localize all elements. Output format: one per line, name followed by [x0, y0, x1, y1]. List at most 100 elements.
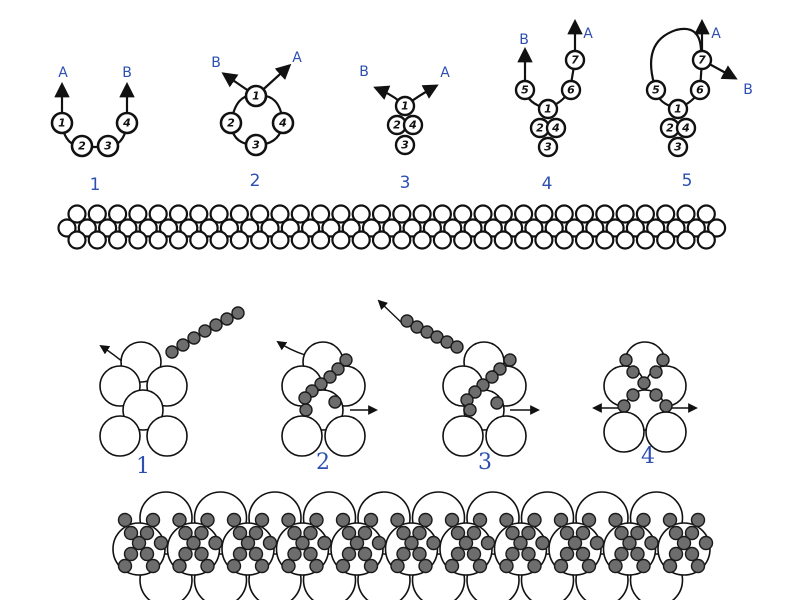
- chain-bead: [209, 204, 229, 224]
- chain-bead: [585, 218, 605, 238]
- bead-4: [271, 111, 295, 135]
- step-number: 2: [316, 450, 330, 475]
- bead-number: 3: [544, 141, 552, 154]
- chain-bead: [432, 230, 452, 250]
- band-seed-bead: [317, 535, 332, 551]
- seed-bead: [198, 324, 212, 338]
- bead-7: [564, 49, 586, 71]
- big-bead: [485, 415, 527, 457]
- chain-bead: [615, 230, 635, 250]
- band-seed-bead: [630, 525, 645, 541]
- seed-bead: [626, 388, 640, 402]
- band-seed-bead: [527, 558, 542, 574]
- band-seed-bead: [472, 512, 488, 528]
- band-seed-bead: [172, 512, 187, 528]
- chain-bead: [473, 204, 493, 224]
- chain-bead: [351, 204, 371, 224]
- chain-bead: [574, 230, 595, 250]
- band-seed-bead: [450, 546, 466, 562]
- seed-bead: [649, 365, 663, 379]
- chain-bead: [321, 218, 341, 238]
- chain-bead: [219, 218, 239, 238]
- seed-bead: [323, 370, 337, 384]
- band-seed-bead: [559, 525, 575, 541]
- band-seed-bead: [145, 558, 161, 574]
- band-seed-bead: [232, 525, 248, 541]
- bead-number: 3: [674, 141, 682, 154]
- thread-end-label: A: [440, 65, 450, 81]
- chain-bead: [432, 204, 452, 224]
- chain-bead: [371, 204, 392, 224]
- thread-end-label: B: [211, 55, 221, 71]
- chain-bead: [473, 230, 493, 250]
- chain-bead: [87, 204, 107, 224]
- chain-bead: [554, 230, 574, 250]
- chain-bead: [361, 218, 382, 238]
- chain-bead: [412, 230, 432, 250]
- band-seed-bead: [636, 558, 651, 574]
- band-seed-bead: [303, 525, 318, 541]
- band-seed-bead: [254, 512, 270, 528]
- bottom-step-2: 2: [276, 340, 378, 475]
- bead-number: 6: [567, 84, 575, 97]
- band-seed-bead: [341, 525, 357, 541]
- bead-1: [50, 111, 74, 135]
- band-seed-bead: [335, 512, 351, 528]
- chain-bead: [341, 218, 361, 238]
- seed-bead: [299, 403, 313, 417]
- big-bead: [442, 415, 484, 457]
- band-seed-bead: [466, 525, 482, 541]
- seed-bead: [649, 388, 663, 402]
- bead-number: 5: [652, 84, 660, 97]
- band-seed-bead: [426, 535, 441, 551]
- band-seed-bead: [553, 512, 569, 528]
- chain-bead: [371, 230, 392, 250]
- band-seed-bead: [123, 525, 139, 541]
- chain-bead: [534, 204, 554, 224]
- band-seed-bead: [676, 535, 692, 551]
- bead-1: [244, 84, 268, 108]
- bead-number: 3: [252, 139, 260, 152]
- bead-number: 2: [536, 122, 544, 135]
- seed-bead: [187, 331, 201, 345]
- seed-bead: [314, 377, 328, 391]
- band-seed-bead: [581, 558, 597, 574]
- band-seed-bead: [480, 535, 496, 551]
- band-seed-bead: [226, 512, 242, 528]
- band-seed-bead: [608, 558, 623, 574]
- thread-end-label: A: [583, 26, 593, 42]
- top-step-2: 1 2 3 4 B A 2: [211, 50, 302, 191]
- band-seed-bead: [499, 512, 514, 528]
- band-seed-bead: [608, 512, 623, 528]
- chain-bead: [544, 218, 564, 238]
- thread-end-label: B: [359, 64, 369, 80]
- chain-bead: [290, 230, 310, 250]
- seed-bead: [626, 365, 640, 379]
- bead-3: [537, 136, 559, 158]
- chain-bead: [443, 218, 463, 238]
- band-seed-bead: [575, 525, 591, 541]
- chain-bead: [564, 218, 585, 238]
- chain-bead: [128, 204, 148, 224]
- seed-bead: [328, 395, 342, 409]
- step-number: 1: [136, 454, 150, 479]
- big-bead: [146, 415, 188, 457]
- chain-bead: [463, 218, 483, 238]
- chain-bead: [270, 230, 290, 250]
- band-seed-bead: [349, 535, 365, 551]
- band-seed-bead: [472, 558, 488, 574]
- bead-number: 2: [78, 140, 86, 153]
- chain-bead: [229, 204, 249, 224]
- band-seed-bead: [303, 546, 318, 562]
- chain-bead: [666, 218, 686, 238]
- band-seed-bead: [145, 512, 161, 528]
- chain-bead: [118, 218, 138, 238]
- bottom-step-4: 4: [592, 341, 698, 469]
- chain-bead: [656, 230, 676, 250]
- seed-bead: [503, 353, 517, 367]
- step-number: 2: [250, 171, 261, 191]
- chain-bead: [534, 230, 554, 250]
- band-seed-bead: [208, 535, 223, 551]
- top-step-3: 1 2 4 3 B A 3: [359, 64, 450, 193]
